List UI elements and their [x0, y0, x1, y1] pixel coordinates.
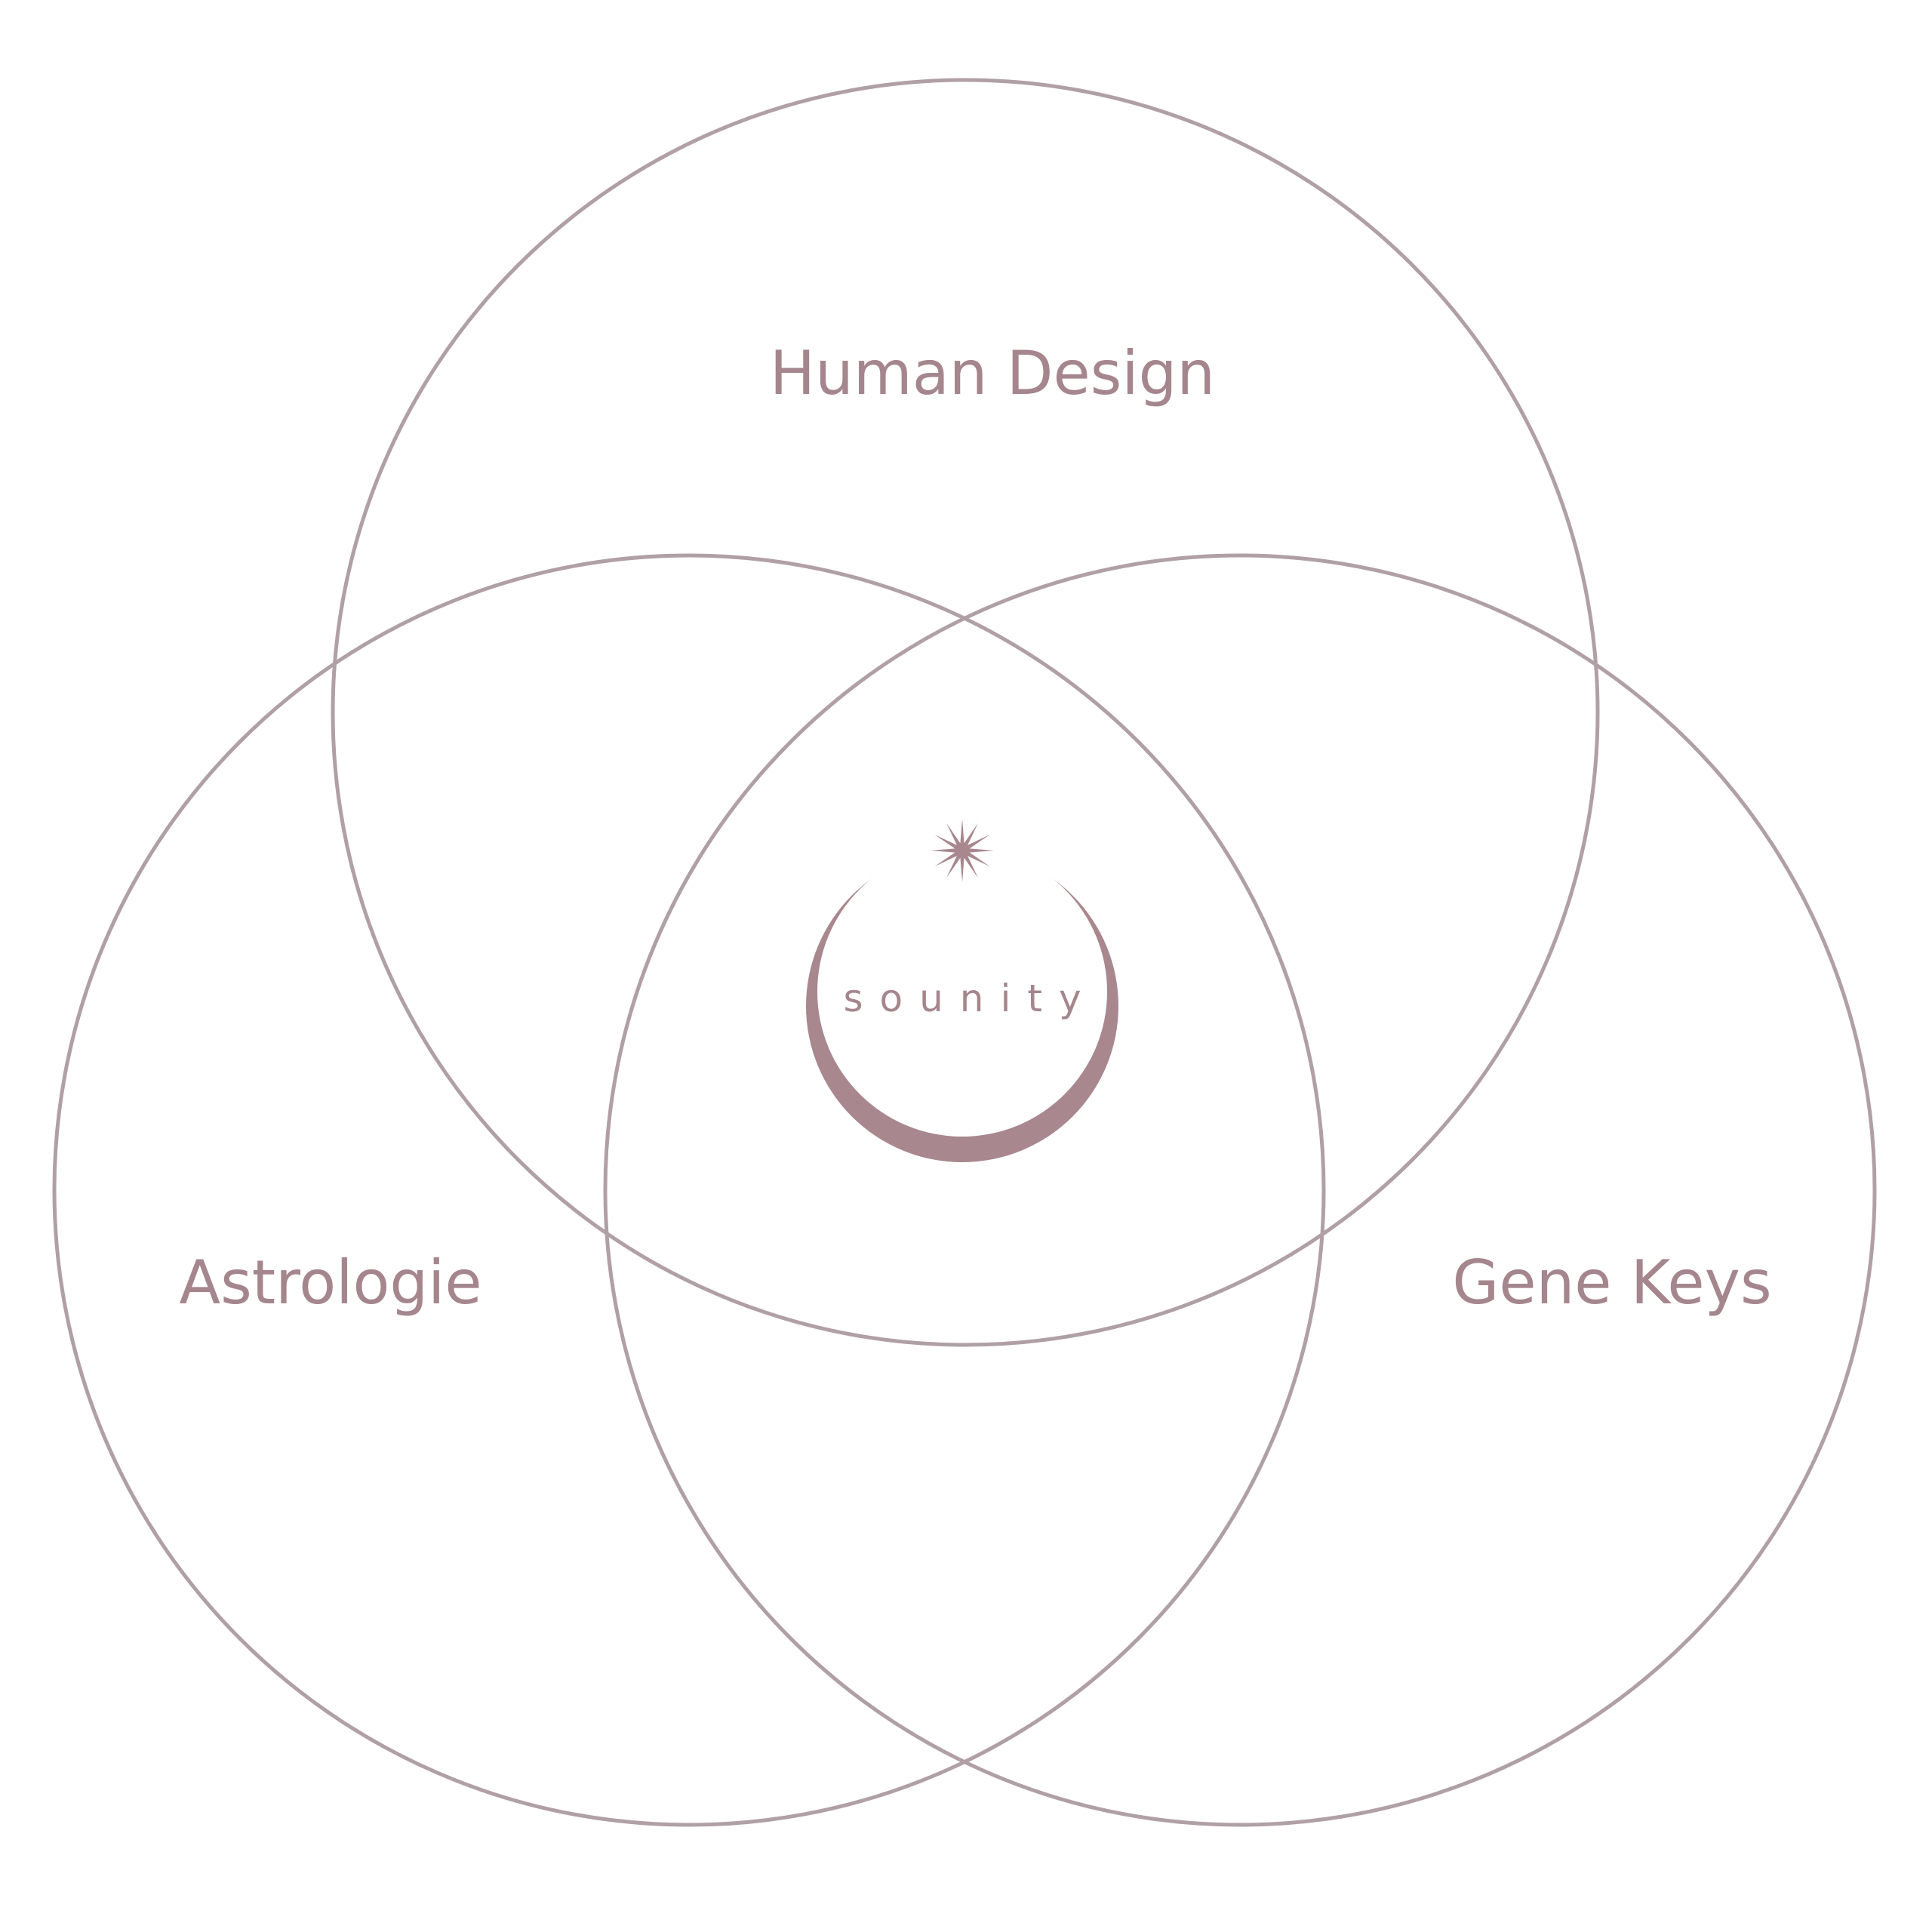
label-human-design: Human Design	[770, 338, 1215, 408]
label-gene-keys: Gene Keys	[1452, 1247, 1771, 1318]
circle-gene-keys	[603, 553, 1877, 1827]
sounity-logo: sounity	[806, 819, 1118, 1162]
logo-text: sounity	[843, 977, 1097, 1020]
label-astrologie: Astrologie	[179, 1247, 481, 1318]
star-icon	[931, 819, 994, 882]
circle-human-design	[331, 78, 1600, 1347]
circle-astrologie	[52, 553, 1326, 1827]
logo-crescent-ring	[806, 850, 1118, 1162]
